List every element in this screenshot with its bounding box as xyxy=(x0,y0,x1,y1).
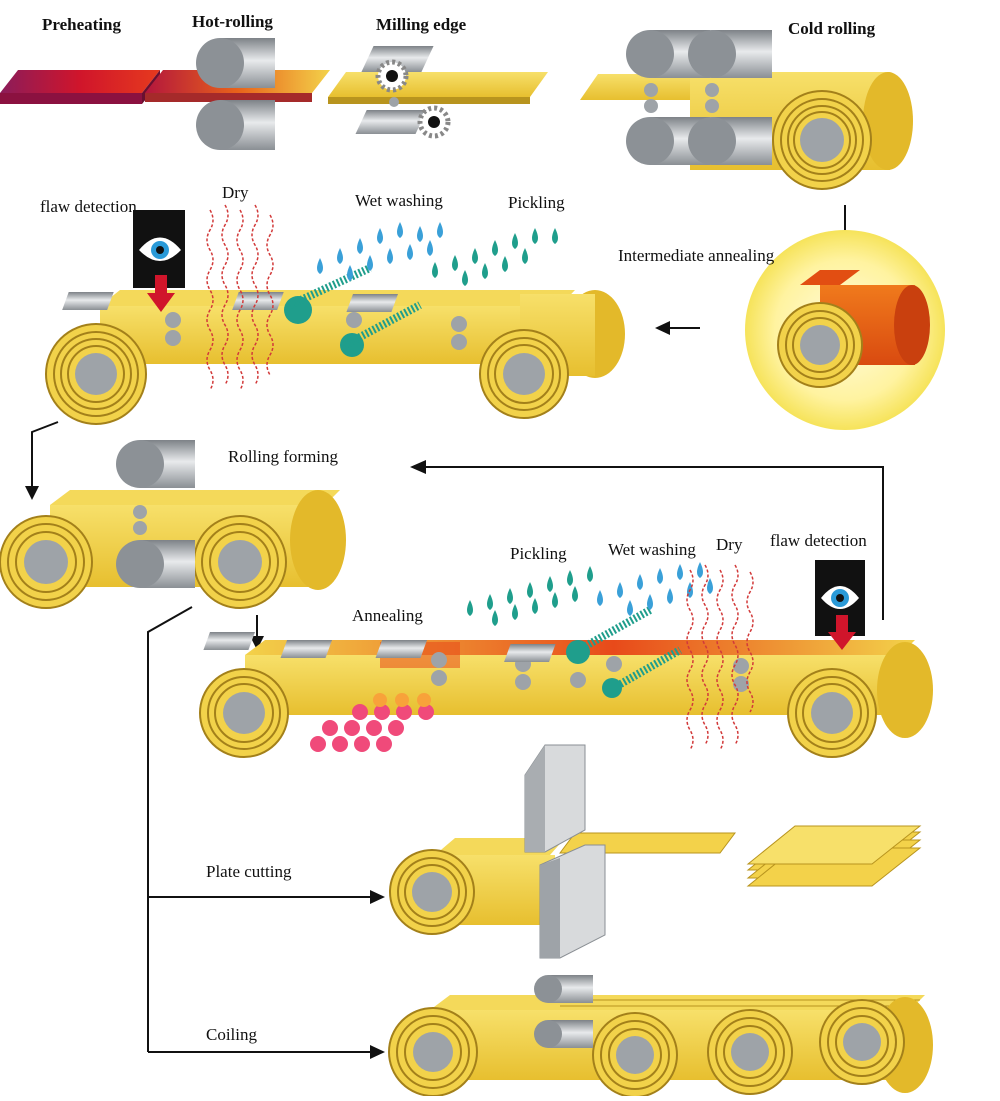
plate-cutting-station xyxy=(389,744,736,959)
label-wet-washing-2: Wet washing xyxy=(608,540,696,559)
preheating-slab xyxy=(0,70,160,104)
label-wet-washing-1: Wet washing xyxy=(355,191,443,210)
pickling-drops-1 xyxy=(432,228,558,286)
rolling-forming-line xyxy=(0,440,346,609)
hot-rolling-stand xyxy=(145,38,330,150)
label-hot-rolling: Hot-rolling xyxy=(192,12,273,31)
cleaning-line-1 xyxy=(45,264,625,425)
label-plate-cutting: Plate cutting xyxy=(206,862,292,881)
milling-edge-stand xyxy=(328,46,548,139)
label-cold-rolling: Cold rolling xyxy=(788,19,876,38)
coil-plate-cutting xyxy=(389,849,475,935)
branch-connector xyxy=(147,606,385,1059)
label-dry-1: Dry xyxy=(222,183,249,202)
arrow-to-annealing-line xyxy=(250,615,264,650)
wet-washing-drops-2 xyxy=(597,562,713,616)
coil-coiling-3 xyxy=(707,1009,793,1095)
cold-rolling-stand xyxy=(580,30,913,190)
label-pickling-1: Pickling xyxy=(508,193,565,212)
dry-waves-2 xyxy=(686,564,754,751)
coil-coiling-4 xyxy=(819,999,905,1085)
label-preheating: Preheating xyxy=(42,15,122,34)
flaw-detection-eye-1 xyxy=(133,210,185,312)
flaw-detection-eye-2 xyxy=(815,560,865,650)
coiling-station xyxy=(388,975,933,1098)
cut-plate-stack xyxy=(746,825,922,887)
label-rolling-forming: Rolling forming xyxy=(228,447,339,466)
pickling-drops-2 xyxy=(467,566,593,626)
arrow-to-rolling-forming xyxy=(25,421,59,500)
cleaning-line-2 xyxy=(199,606,933,758)
label-flaw-detection-1: flaw detection xyxy=(40,197,137,216)
coil-right-forming xyxy=(193,515,287,609)
arrow-return-to-rolling-forming xyxy=(410,460,884,620)
label-dry-2: Dry xyxy=(716,535,743,554)
label-milling-edge: Milling edge xyxy=(376,15,467,34)
arrow-to-cleaning-line xyxy=(655,321,700,335)
coil-right-1 xyxy=(479,329,569,419)
label-intermediate-annealing: Intermediate annealing xyxy=(618,246,775,265)
wet-washing-drops-1 xyxy=(317,222,443,281)
label-annealing: Annealing xyxy=(352,606,423,625)
coil-left-forming xyxy=(0,515,93,609)
cold-rolling-coil xyxy=(772,90,872,190)
annealing-flames xyxy=(310,693,434,752)
coil-right-annealing xyxy=(787,668,877,758)
label-pickling-2: Pickling xyxy=(510,544,567,563)
coil-left-1 xyxy=(45,323,147,425)
coil-left-annealing xyxy=(199,668,289,758)
coil-coiling-2 xyxy=(592,1012,678,1098)
coil-coiling-1 xyxy=(388,1007,478,1097)
intermediate-annealing-furnace xyxy=(745,230,945,430)
dry-waves-1 xyxy=(206,204,274,391)
label-coiling: Coiling xyxy=(206,1025,258,1044)
label-flaw-detection-2: flaw detection xyxy=(770,531,867,550)
